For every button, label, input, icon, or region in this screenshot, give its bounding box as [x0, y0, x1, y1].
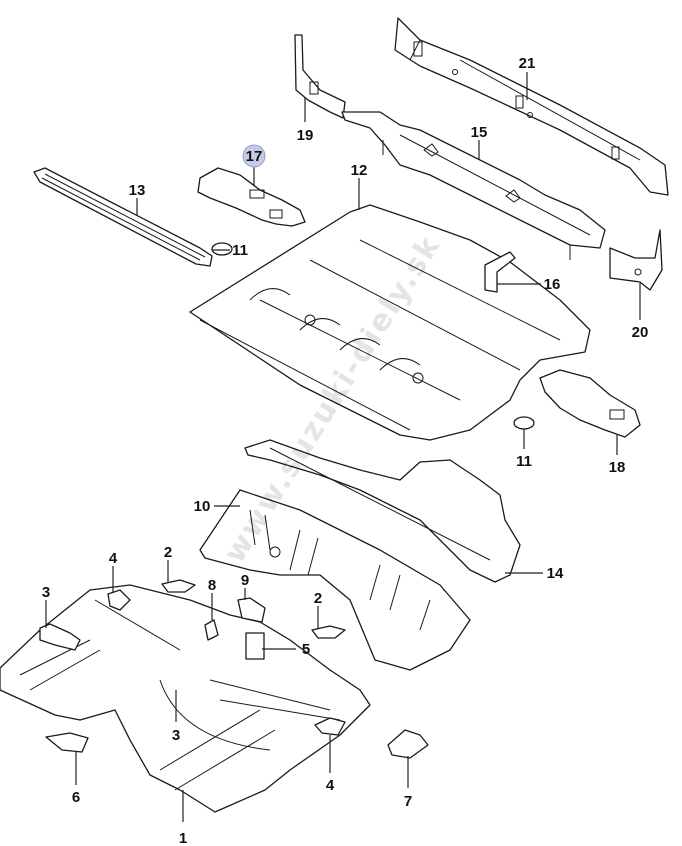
- callout-5[interactable]: 5: [302, 641, 310, 658]
- part-rear-bracket[interactable]: [484, 251, 516, 293]
- part-bracket-2-left[interactable]: [161, 579, 196, 593]
- callout-9[interactable]: 9: [241, 572, 249, 589]
- part-rear-crossmember[interactable]: [341, 111, 606, 260]
- part-seat-mount-4-left[interactable]: [107, 589, 131, 611]
- callout-3b[interactable]: 3: [172, 727, 180, 744]
- callout-12[interactable]: 12: [351, 162, 368, 179]
- callout-7[interactable]: 7: [404, 793, 412, 810]
- part-rear-end-gusset-left[interactable]: [294, 34, 346, 119]
- part-bracket-2-right[interactable]: [311, 625, 346, 639]
- part-mount-bracket-7[interactable]: [387, 729, 429, 759]
- callout-11b[interactable]: 11: [516, 453, 532, 470]
- part-center-crossmember[interactable]: [244, 439, 521, 583]
- part-rear-floor-extension-left[interactable]: [197, 167, 306, 227]
- callout-16[interactable]: 16: [544, 276, 561, 293]
- callout-6[interactable]: 6: [72, 789, 80, 806]
- highlight-circle: [242, 144, 266, 168]
- leader-lines: [45, 72, 641, 822]
- callout-11a[interactable]: 11: [232, 242, 248, 259]
- callout-3a[interactable]: 3: [42, 584, 50, 601]
- callout-19[interactable]: 19: [297, 127, 314, 144]
- callout-20[interactable]: 20: [632, 324, 649, 341]
- callout-8[interactable]: 8: [208, 577, 216, 594]
- callout-2a[interactable]: 2: [164, 544, 172, 561]
- callout-13[interactable]: 13: [129, 182, 146, 199]
- callout-labels: 1 2 2 3 3 4 4 5 6 7 8 9 10 11 11 12 13 1…: [42, 55, 649, 846]
- part-lower-crossmember[interactable]: [199, 489, 471, 671]
- part-front-floor-panel[interactable]: [0, 584, 371, 813]
- callout-10[interactable]: 10: [194, 498, 211, 515]
- part-rear-floor-extension-right[interactable]: [539, 369, 641, 438]
- part-seat-mount-4-right[interactable]: [314, 717, 346, 736]
- part-plug-upper[interactable]: [211, 242, 233, 256]
- part-rear-side-member[interactable]: [33, 167, 213, 267]
- callout-17[interactable]: 17: [246, 148, 263, 165]
- callout-18[interactable]: 18: [609, 459, 626, 476]
- callout-2b[interactable]: 2: [314, 590, 322, 607]
- callout-4b[interactable]: 4: [326, 777, 335, 794]
- part-rear-end-panel[interactable]: [394, 17, 669, 196]
- callout-1[interactable]: 1: [179, 830, 187, 846]
- callout-15[interactable]: 15: [471, 124, 488, 141]
- part-plug-lower[interactable]: [513, 416, 535, 430]
- part-mount-bracket-6[interactable]: [45, 732, 89, 753]
- part-rear-end-gusset-right[interactable]: [609, 229, 663, 291]
- callout-4a[interactable]: 4: [109, 550, 118, 567]
- part-tunnel-reinforcement-9[interactable]: [237, 597, 266, 623]
- part-tunnel-clip-8[interactable]: [204, 619, 219, 641]
- part-member-3-left[interactable]: [39, 623, 81, 651]
- callout-14[interactable]: 14: [547, 565, 564, 582]
- callout-21[interactable]: 21: [519, 55, 536, 72]
